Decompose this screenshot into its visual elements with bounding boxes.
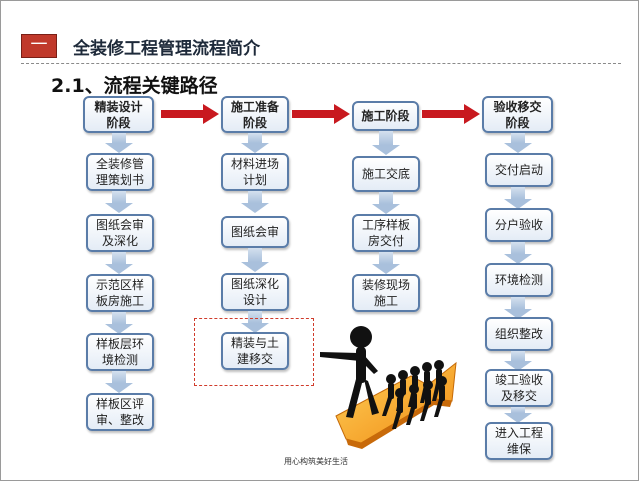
red-arrow-icon [161, 104, 219, 124]
step-box: 交付启动 [485, 153, 553, 187]
step-box: 环境检测 [485, 263, 553, 297]
step-box: 装修现场 施工 [352, 274, 420, 312]
step-box: 分户验收 [485, 208, 553, 242]
stick-figures-pointing-icon [320, 326, 457, 449]
stage-acceptance-box: 验收移交 阶段 [482, 96, 553, 133]
step-box: 示范区样 板房施工 [86, 274, 154, 312]
down-arrow-icon [372, 192, 400, 214]
step-box: 精装与土 建移交 [221, 332, 289, 370]
down-arrow-icon [105, 312, 133, 334]
down-arrow-icon [241, 311, 269, 333]
down-arrow-icon [105, 252, 133, 274]
down-arrow-icon [241, 191, 269, 213]
stage-preparation-box: 施工准备 阶段 [221, 96, 289, 133]
down-arrow-icon [105, 371, 133, 393]
down-arrow-icon [504, 242, 532, 264]
footer-slogan: 用心构筑美好生活 [284, 457, 348, 466]
step-box: 材料进场 计划 [221, 153, 289, 191]
step-box: 图纸会审 及深化 [86, 214, 154, 252]
down-arrow-icon [105, 133, 133, 153]
down-arrow-icon [504, 187, 532, 209]
down-arrow-icon [504, 297, 532, 319]
step-box: 施工交底 [352, 156, 420, 192]
step-box: 进入工程 维保 [485, 422, 553, 460]
red-arrow-icon [422, 104, 480, 124]
highlight-dashed-frame [194, 318, 314, 386]
step-box: 图纸会审 [221, 216, 289, 248]
stage-construction-box: 施工阶段 [352, 101, 419, 131]
title-bar: 一 全装修工程管理流程简介 [1, 1, 638, 71]
step-box: 样板层环 境检测 [86, 333, 154, 371]
step-box: 竣工验收 及移交 [485, 369, 553, 407]
stage-design-box: 精装设计 阶段 [83, 96, 154, 133]
down-arrow-icon [504, 133, 532, 153]
down-arrow-icon [241, 133, 269, 153]
step-box: 工序样板 房交付 [352, 214, 420, 252]
step-box: 组织整改 [485, 317, 553, 351]
down-arrow-icon [504, 351, 532, 371]
step-box: 样板区评 审、整改 [86, 393, 154, 431]
down-arrow-icon [241, 248, 269, 272]
down-arrow-icon [372, 252, 400, 274]
down-arrow-icon [504, 407, 532, 423]
page-title: 全装修工程管理流程简介 [73, 39, 260, 59]
title-divider [21, 63, 621, 64]
step-box: 图纸深化 设计 [221, 273, 289, 311]
down-arrow-icon [105, 191, 133, 213]
section-subtitle: 2.1、流程关键路径 [51, 75, 218, 97]
down-arrow-icon [372, 131, 400, 155]
step-box: 全装修管 理策划书 [86, 153, 154, 191]
red-arrow-icon [292, 104, 350, 124]
section-number-badge: 一 [21, 34, 57, 58]
